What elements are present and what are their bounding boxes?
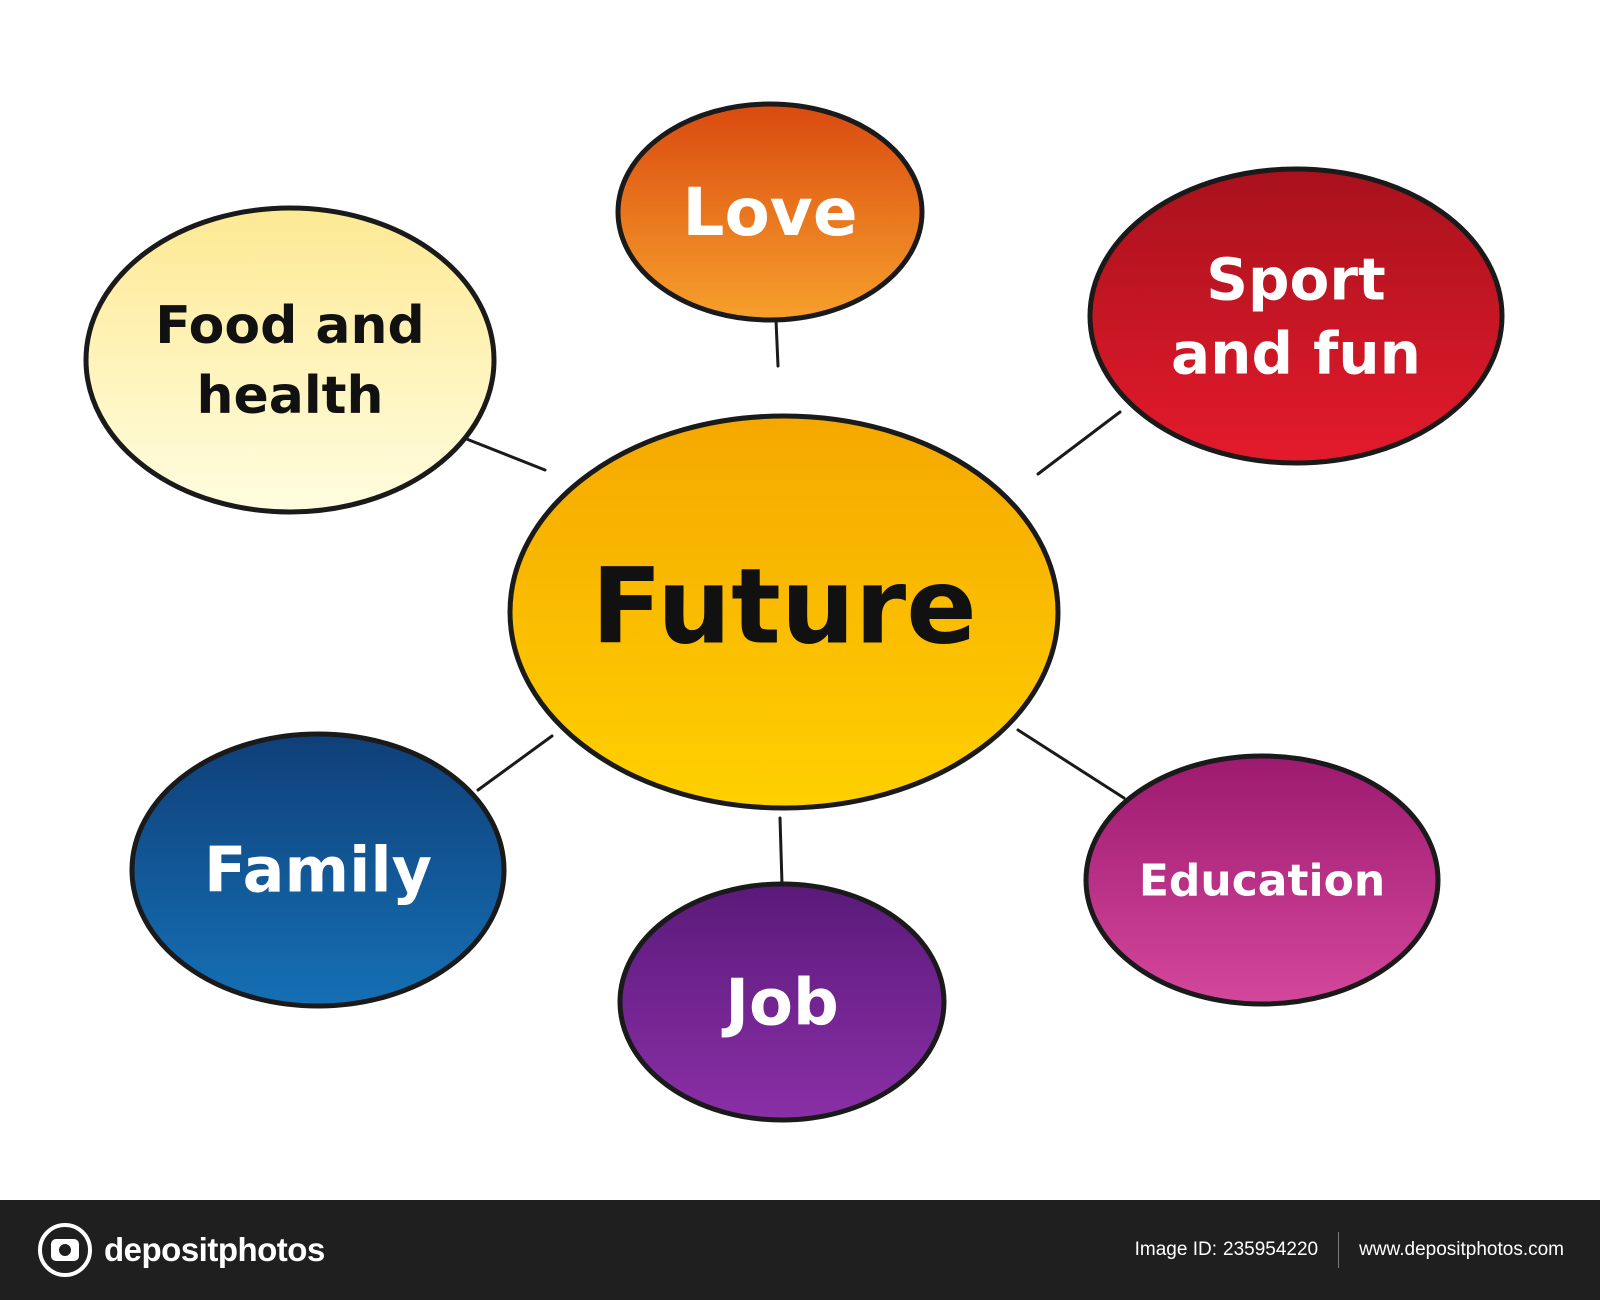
- node-food-and-health-label-line-1: Food and: [155, 296, 425, 356]
- connector-food-and-health: [462, 436, 547, 472]
- node-food-and-health-bubble: [83, 205, 497, 515]
- connector-love: [774, 318, 780, 368]
- node-center-label: Future: [591, 545, 976, 667]
- image-id-value: 235954220: [1223, 1239, 1319, 1260]
- node-job-label: Job: [721, 966, 839, 1040]
- connector-sport-and-fun: [1036, 410, 1122, 476]
- node-education-label: Education: [1139, 855, 1385, 906]
- node-family-bubble: [129, 731, 507, 1009]
- node-love: Love: [615, 101, 925, 323]
- node-sport-and-fun-bubble: [1087, 166, 1505, 466]
- footer-divider: [1338, 1232, 1340, 1268]
- node-love-bubble: [615, 101, 925, 323]
- connectors: [462, 318, 1126, 886]
- node-center: Future: [507, 413, 1061, 811]
- node-center-bubble: [507, 413, 1061, 811]
- node-love-label: Love: [682, 174, 857, 251]
- node-education: Education: [1083, 753, 1441, 1007]
- connector-family: [476, 734, 554, 792]
- stock-footer: depositphotos Image ID: 235954220 www.de…: [0, 1200, 1600, 1300]
- node-job-bubble: [617, 881, 947, 1123]
- connector-education: [1016, 728, 1126, 800]
- camera-logo-icon: [38, 1223, 92, 1277]
- brand[interactable]: depositphotos: [38, 1223, 325, 1277]
- node-education-bubble: [1083, 753, 1441, 1007]
- node-family-label: Family: [204, 834, 432, 907]
- node-family: Family: [129, 731, 507, 1009]
- node-food-and-health-label-line-2: health: [196, 366, 383, 426]
- website-link[interactable]: www.depositphotos.com: [1359, 1239, 1564, 1260]
- footer-meta: Image ID: 235954220 www.depositphotos.co…: [1135, 1200, 1564, 1300]
- node-sport-and-fun-label-line-2: and fun: [1171, 319, 1421, 387]
- image-id-label: Image ID:: [1134, 1239, 1217, 1260]
- node-food-and-health: Food and health: [83, 205, 497, 515]
- connector-job: [778, 816, 784, 886]
- node-job: Job: [617, 881, 947, 1123]
- brand-name: depositphotos: [104, 1231, 325, 1268]
- node-sport-and-fun-label-line-1: Sport: [1206, 245, 1385, 313]
